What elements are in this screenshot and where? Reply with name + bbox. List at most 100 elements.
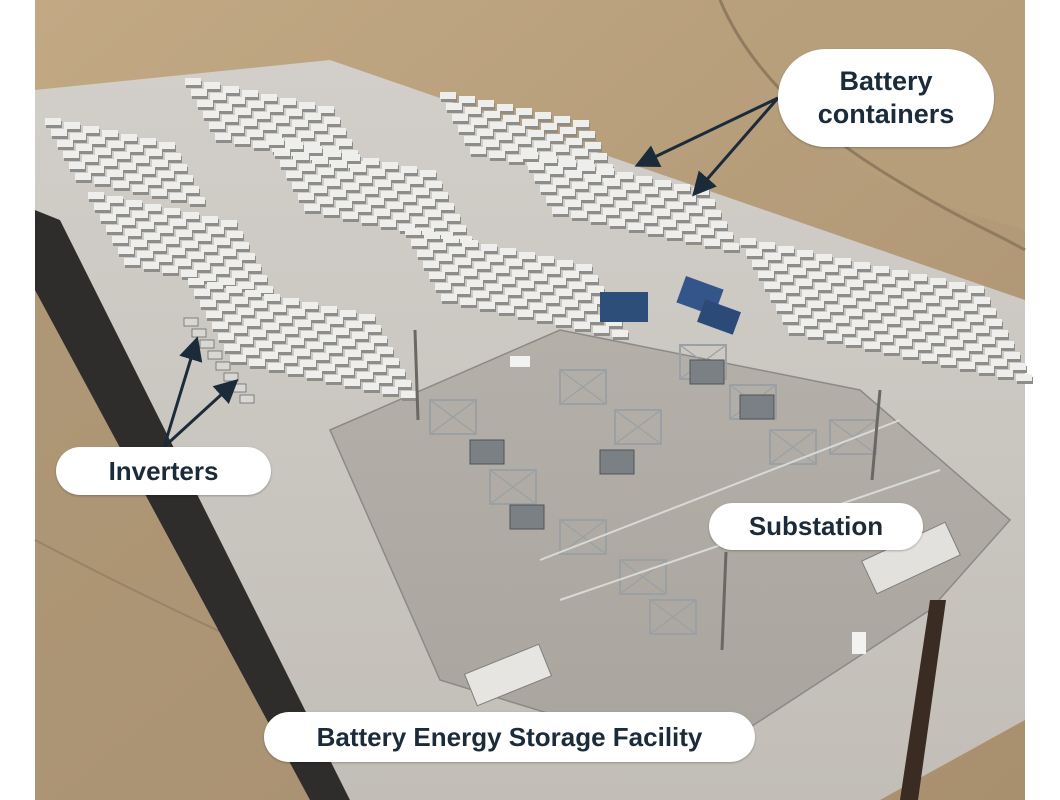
battery-container — [588, 286, 604, 293]
vehicle — [510, 356, 530, 367]
battery-container — [579, 164, 595, 171]
light-pole — [720, 551, 728, 651]
battery-container — [508, 155, 524, 162]
battery-container — [256, 341, 272, 348]
battery-container — [930, 278, 946, 285]
battery-container — [318, 106, 334, 113]
battery-container — [961, 304, 977, 311]
battery-container — [498, 306, 514, 313]
battery-container — [64, 122, 80, 129]
battery-container — [349, 194, 365, 201]
battery-container — [88, 166, 104, 173]
steel-gantry — [559, 369, 607, 405]
battery-container — [310, 153, 326, 160]
battery-container — [157, 226, 173, 233]
battery-container — [1004, 352, 1020, 359]
bus-conductor — [539, 419, 901, 561]
battery-container — [478, 100, 494, 107]
battery-container — [344, 379, 360, 386]
battery-container — [522, 152, 538, 159]
battery-container — [477, 129, 493, 136]
battery-container — [635, 205, 651, 212]
battery-container — [560, 127, 576, 134]
battery-container — [628, 223, 644, 230]
battery-container — [647, 227, 663, 234]
battery-container — [325, 375, 341, 382]
battery-container — [560, 160, 576, 167]
battery-container — [841, 269, 857, 276]
battery-container — [591, 186, 607, 193]
battery-container — [293, 153, 309, 160]
battery-container — [511, 299, 527, 306]
battery-container — [313, 353, 329, 360]
steel-brace — [649, 599, 697, 635]
battery-container — [287, 367, 303, 374]
battery-container — [923, 296, 939, 303]
battery-container — [909, 332, 925, 339]
battery-container — [835, 258, 851, 265]
battery-container — [319, 364, 335, 371]
battery-container — [985, 348, 1001, 355]
battery-container — [966, 344, 982, 351]
battery-container — [332, 357, 348, 364]
battery-container — [758, 271, 774, 278]
battery-container — [998, 341, 1014, 348]
battery-container — [571, 211, 587, 218]
battery-container — [953, 351, 969, 358]
battery-container — [201, 245, 217, 252]
battery-container — [69, 162, 85, 169]
battery-container — [502, 144, 518, 151]
battery-container — [245, 264, 261, 271]
battery-container — [194, 289, 210, 296]
battery-container — [563, 271, 579, 278]
battery-container — [492, 295, 508, 302]
battery-container — [107, 170, 123, 177]
battery-container — [311, 124, 327, 131]
battery-container — [801, 319, 817, 326]
battery-container — [140, 138, 156, 145]
battery-container — [242, 90, 258, 97]
battery-arrow-right — [692, 97, 780, 197]
transformer — [469, 439, 505, 465]
battery-container — [176, 230, 192, 237]
battery-container — [803, 261, 819, 268]
battery-container — [358, 343, 374, 350]
dirt-road — [718, 0, 1026, 252]
battery-container — [839, 327, 855, 334]
battery-container — [581, 304, 597, 311]
battery-container — [231, 326, 247, 333]
battery-container — [76, 144, 92, 151]
battery-container — [540, 152, 556, 159]
battery-container — [815, 283, 831, 290]
battery-container — [778, 246, 794, 253]
battery-container — [572, 149, 588, 156]
battery-container — [443, 236, 459, 243]
battery-container — [493, 266, 509, 273]
steel-gantry — [429, 399, 477, 435]
battery-container — [270, 305, 286, 312]
battery-container — [479, 302, 495, 309]
battery-container — [872, 295, 888, 302]
battery-container — [505, 288, 521, 295]
battery-container — [559, 189, 575, 196]
battery-container — [556, 289, 572, 296]
battery-container — [426, 181, 442, 188]
battery-container — [238, 308, 254, 315]
battery-container — [298, 193, 314, 200]
battery-container — [145, 204, 161, 211]
battery-container — [585, 142, 601, 149]
battery-container — [348, 161, 364, 168]
battery-container — [159, 142, 175, 149]
battery-container — [437, 232, 453, 239]
battery-container — [371, 336, 387, 343]
battery-container — [162, 266, 178, 273]
battery-container — [229, 97, 245, 104]
battery-container — [483, 140, 499, 147]
battery-container — [106, 225, 122, 232]
blue-equipment-container — [600, 292, 648, 322]
battery-container — [524, 292, 540, 299]
battery-arrow-left — [634, 96, 779, 168]
battery-container — [226, 286, 242, 293]
battery-container — [954, 322, 970, 329]
battery-container — [892, 270, 908, 277]
